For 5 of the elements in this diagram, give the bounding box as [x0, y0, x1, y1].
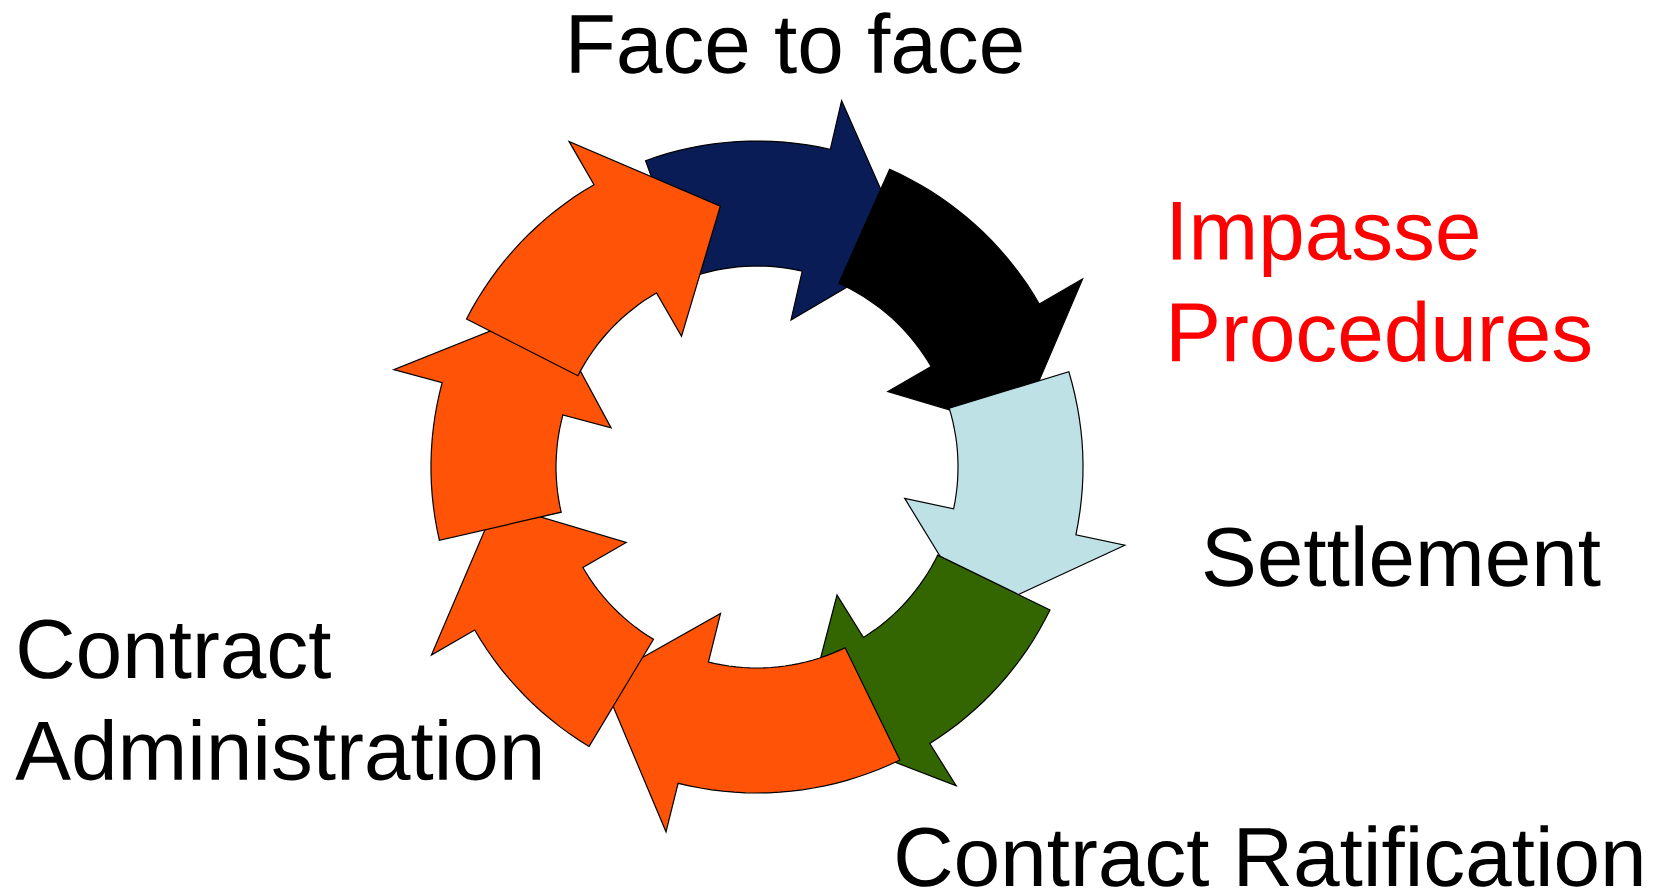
step-label: Impasse Procedures	[1172, 202, 1591, 362]
step-label: Contract Administration	[15, 619, 540, 781]
step-label: Contract Ratification	[897, 825, 1642, 887]
step-label: Face to face	[571, 12, 1022, 74]
step-label: Settlement	[1204, 525, 1601, 587]
